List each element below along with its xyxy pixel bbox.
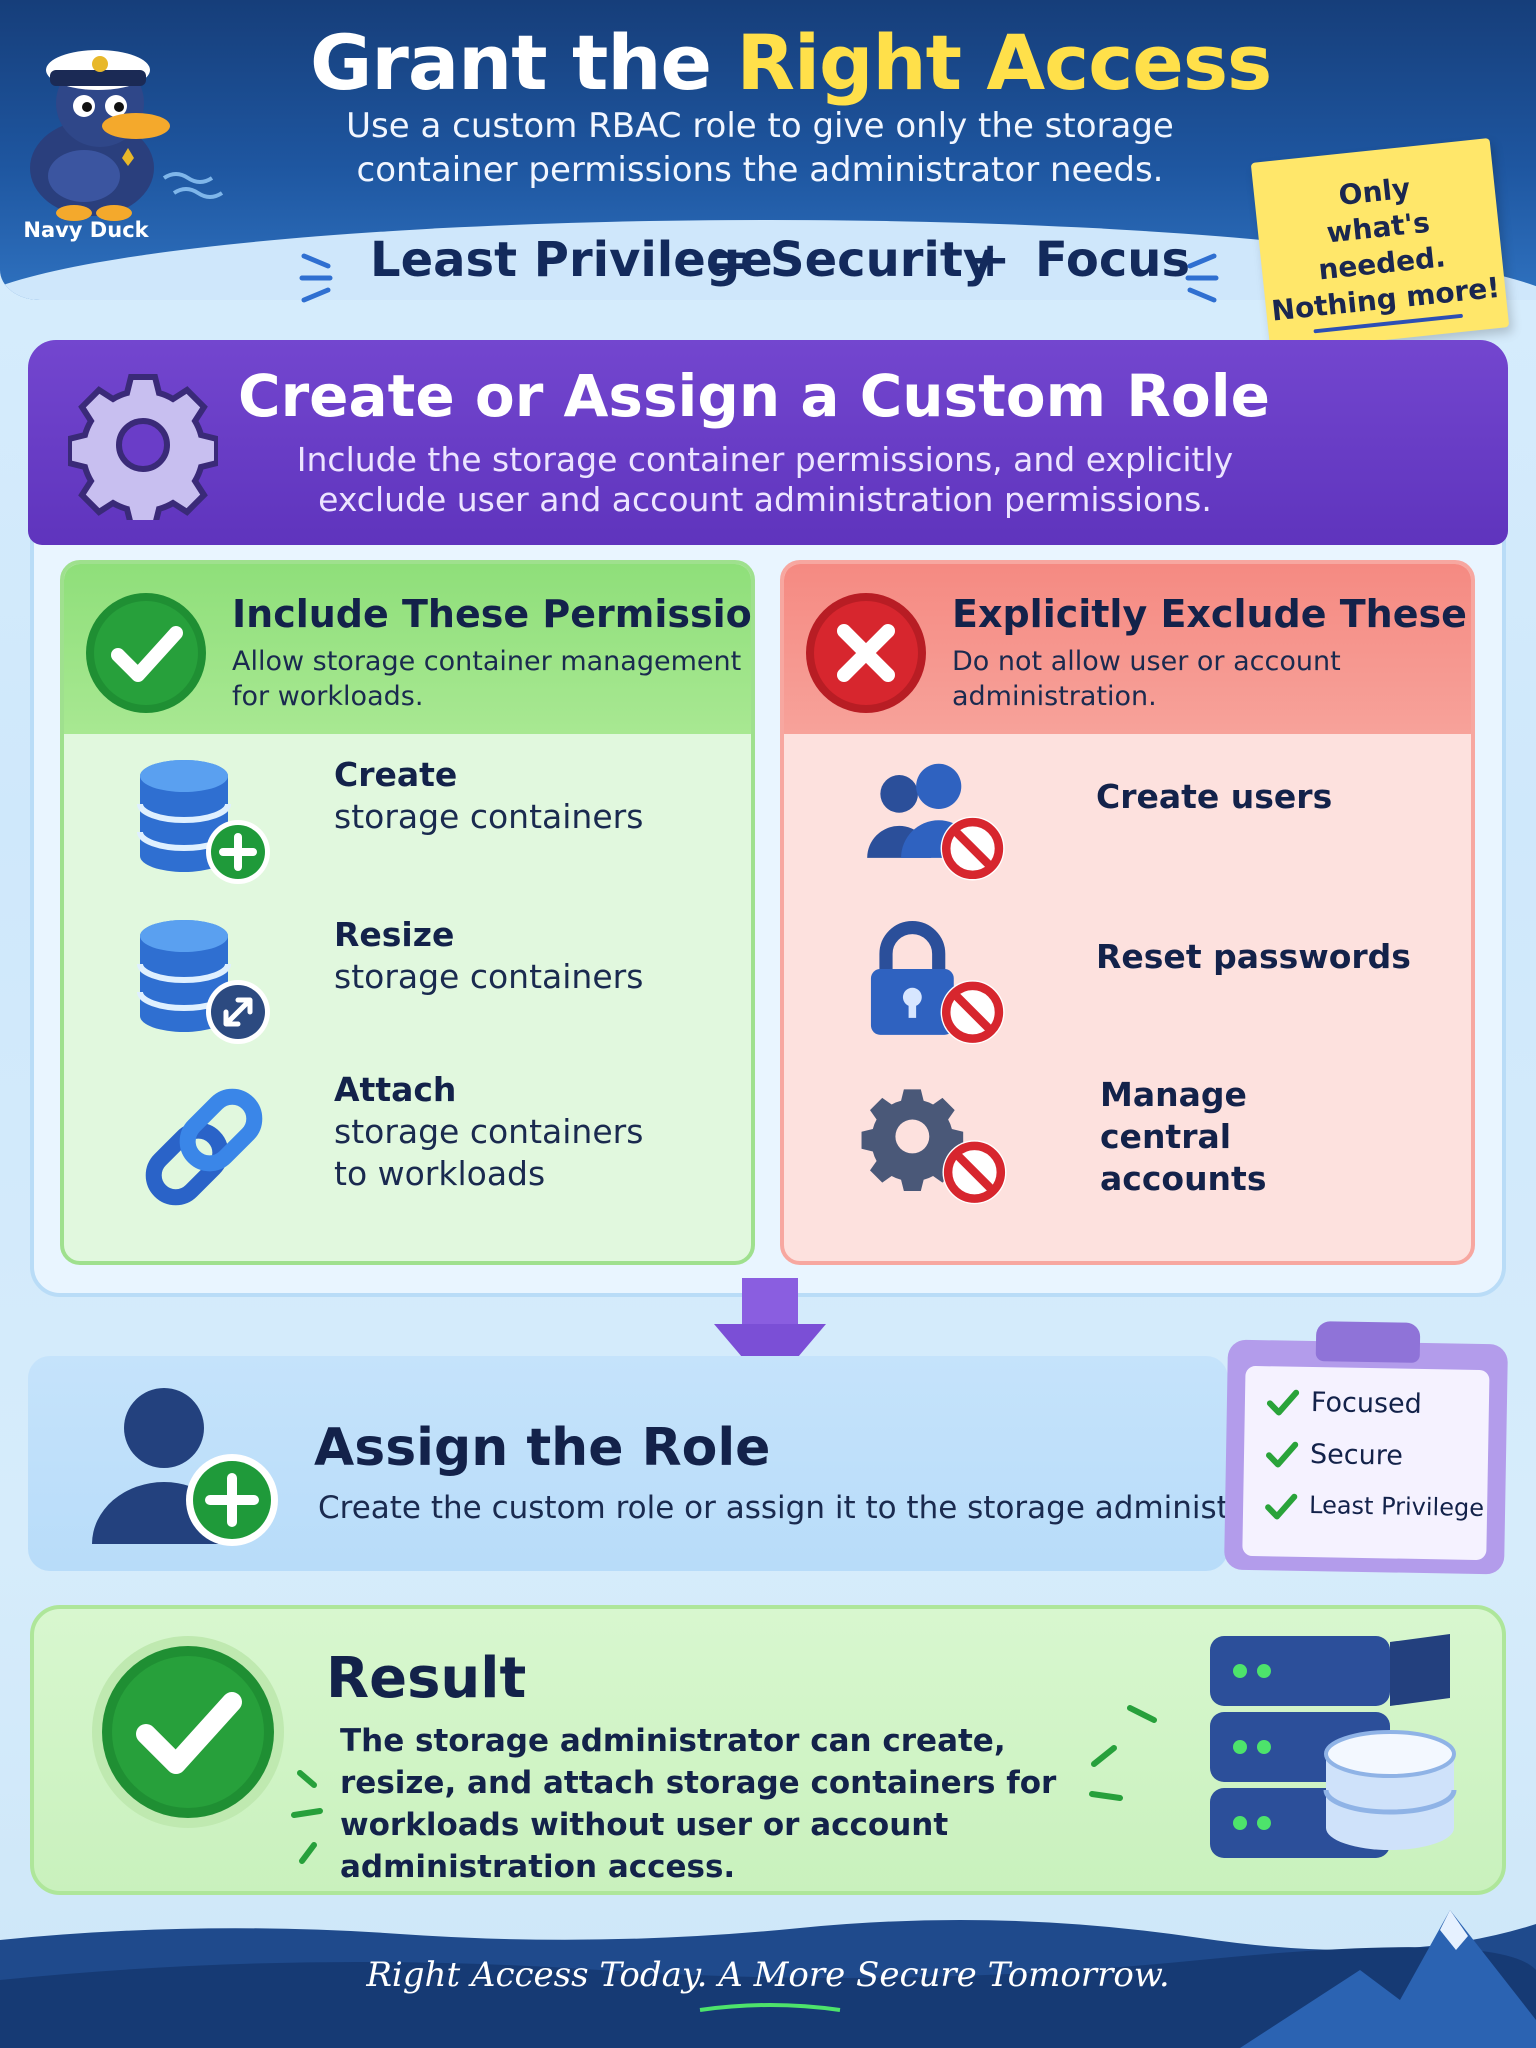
checklist-clipboard: Focused Secure Least Privilege [1224,1321,1508,1575]
include-permissions-card: Include These Permissions Allow storage … [60,560,755,1265]
custom-role-title: Create or Assign a Custom Role [238,362,1270,430]
database-add-icon [137,760,270,884]
exclude-item-create-users-label: Create users [1096,776,1332,818]
include-item-resize-action: Resize [334,915,455,954]
equation-banner: Least Privilege = Security + Focus [290,232,1250,302]
include-card-title: Include These Permissions [232,592,755,636]
server-database-icon [1210,1634,1457,1858]
exclude-item-manage-accounts-label: Manage central accounts [1100,1074,1380,1200]
checklist-item-0-label: Focused [1310,1387,1423,1420]
accent-right-icon [1185,253,1219,303]
database-resize-icon [137,920,270,1044]
include-item-create-detail: storage containers [334,797,644,836]
include-item-create-text: Create storage containers [334,754,643,838]
footer-tagline: Right Access Today. A More Secure Tomorr… [366,1955,1170,1995]
exclude-item-0-label: Create users [1096,777,1333,816]
assign-role-description: Create the custom role or assign it to t… [318,1490,1312,1526]
include-item-resize: Resize storage containers [64,914,751,1064]
users-blocked-icon [867,763,1005,881]
include-item-attach-action: Attach [334,1070,457,1109]
gear-blocked-icon [861,1089,1007,1205]
sticky-note: Only what's needed. Nothing more! [1250,137,1510,353]
title-highlight: Right Access [736,18,1272,107]
gear-icon [68,374,218,520]
mascot-label: Navy Duck [23,218,149,242]
accent-dashes-right-icon [1089,1705,1157,1801]
exclude-item-manage-accounts: Manage central accounts [784,1074,1471,1224]
footer-mountains [0,1910,1536,2048]
checklist-item-1-label: Secure [1309,1439,1404,1472]
include-item-attach-text: Attach storage containers to workloads [334,1069,664,1195]
custom-role-banner [28,340,1508,545]
equation-equals: = [710,232,751,288]
custom-role-description: Include the storage container permission… [296,440,1234,519]
x-circle-icon [806,593,926,713]
check-icon [1266,1389,1300,1416]
exclude-card-description: Do not allow user or account administrat… [952,646,1341,712]
result-description: The storage administrator can create, re… [340,1723,1057,1885]
equation-focus: Focus [1035,232,1191,288]
exclude-item-reset-passwords: Reset passwords [784,914,1471,1064]
check-icon [1265,1493,1298,1520]
equation-security: Security [770,232,995,288]
checklist-item-least-privilege: Least Privilege [1263,1486,1494,1530]
equation-plus: + [970,232,1011,288]
result-title: Result [326,1646,527,1711]
exclude-item-1-label: Reset passwords [1096,937,1411,976]
check-circle-icon [86,593,206,713]
include-item-create-action: Create [334,755,458,794]
exclude-item-2-label: Manage central accounts [1100,1075,1267,1198]
include-item-resize-detail: storage containers [334,957,644,996]
navy-duck-mascot-icon [30,50,224,221]
exclude-permissions-card: Explicitly Exclude These Do not allow us… [780,560,1475,1265]
include-card-description: Allow storage container management for w… [232,646,742,712]
checklist-item-secure: Secure [1264,1434,1495,1478]
page-title: Grant the Right Access [310,18,1272,107]
include-item-create: Create storage containers [64,754,751,904]
exclude-item-create-users: Create users [784,754,1471,904]
page-subtitle: Use a custom RBAC role to give only the … [346,106,1174,190]
lock-blocked-icon [870,920,1005,1045]
exclude-item-reset-passwords-label: Reset passwords [1096,936,1411,978]
assign-role-title: Assign the Role [314,1418,771,1478]
checklist-item-focused: Focused [1265,1382,1496,1426]
exclude-card-header: Explicitly Exclude These Do not allow us… [784,564,1471,734]
clipboard-clip [1315,1321,1421,1363]
accent-left-icon [299,253,333,303]
check-circle-icon [92,1636,284,1828]
title-main: Grant the [310,18,737,107]
check-icon [1266,1441,1299,1468]
checklist-paper: Focused Secure Least Privilege [1242,1365,1490,1561]
include-item-attach-detail: storage containers to workloads [334,1112,644,1193]
accent-dashes-icon [291,1770,323,1864]
user-add-icon [92,1388,278,1546]
link-icon [145,1088,263,1206]
include-item-resize-text: Resize storage containers [334,914,643,998]
checklist-item-2-label: Least Privilege [1308,1491,1485,1523]
exclude-card-title: Explicitly Exclude These [952,592,1467,636]
include-card-header: Include These Permissions Allow storage … [64,564,751,734]
include-item-attach: Attach storage containers to workloads [64,1069,751,1219]
equation-least-privilege: Least Privilege [370,232,773,288]
